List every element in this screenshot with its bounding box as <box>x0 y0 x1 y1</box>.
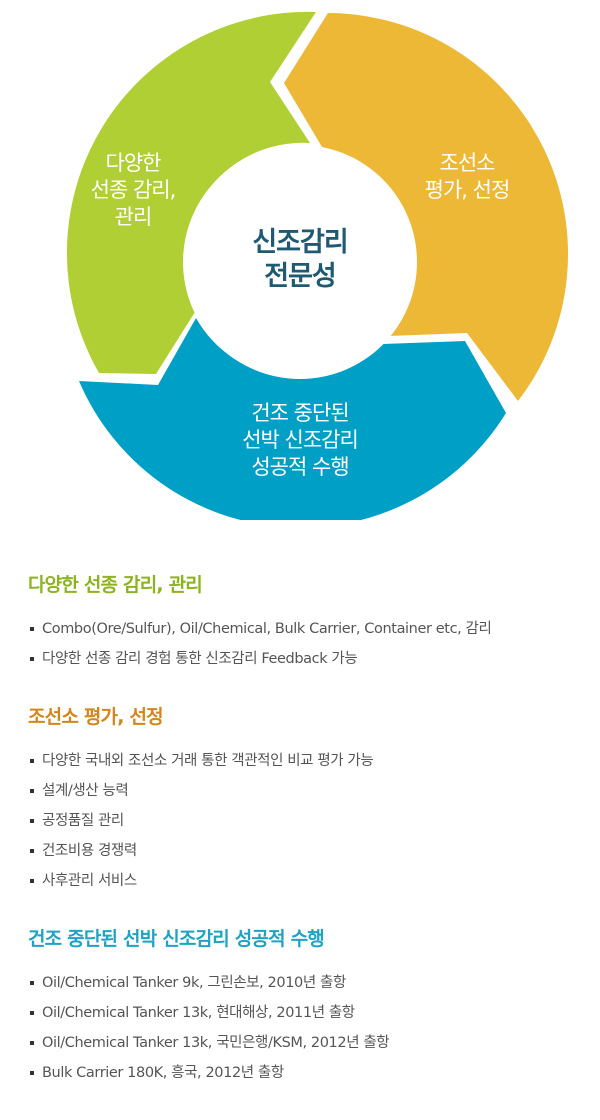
bullet-square-icon <box>30 789 34 793</box>
list-item: 다양한 국내외 조선소 거래 통한 객관적인 비교 평가 가능 <box>28 746 598 776</box>
segment-blue-shape <box>79 318 506 520</box>
section-title: 다양한 선종 감리, 관리 <box>28 574 203 596</box>
bullet-square-icon <box>30 759 34 763</box>
list-item-text: Oil/Chemical Tanker 13k, 현대해상, 2011년 출항 <box>42 1005 355 1021</box>
bullet-square-icon <box>30 1041 34 1045</box>
bullet-square-icon <box>30 981 34 985</box>
list-item-text: 공정품질 관리 <box>42 813 124 829</box>
list-item: Bulk Carrier 180K, 흥국, 2012년 출항 <box>28 1058 598 1088</box>
section-vessel-supervision: 다양한 선종 감리, 관리 Combo(Ore/Sulfur), Oil/Che… <box>28 572 598 674</box>
details-sections: 다양한 선종 감리, 관리 Combo(Ore/Sulfur), Oil/Che… <box>28 572 598 1110</box>
section-title: 조선소 평가, 선정 <box>28 706 164 728</box>
list-item-text: 건조비용 경쟁력 <box>42 843 137 859</box>
bullet-list: 다양한 국내외 조선소 거래 통한 객관적인 비교 평가 가능 설계/생산 능력… <box>28 746 598 896</box>
list-item-text: 다양한 선종 감리 경험 통한 신조감리 Feedback 가능 <box>42 651 358 667</box>
cycle-ring-graphic <box>66 11 569 520</box>
list-item: Combo(Ore/Sulfur), Oil/Chemical, Bulk Ca… <box>28 614 598 644</box>
list-item: 공정품질 관리 <box>28 806 598 836</box>
list-item-text: Oil/Chemical Tanker 9k, 그린손보, 2010년 출항 <box>42 975 346 991</box>
bullet-square-icon <box>30 819 34 823</box>
list-item-text: 사후관리 서비스 <box>42 873 137 889</box>
bullet-square-icon <box>30 627 34 631</box>
list-item-text: 다양한 국내외 조선소 거래 통한 객관적인 비교 평가 가능 <box>42 753 374 769</box>
list-item: 다양한 선종 감리 경험 통한 신조감리 Feedback 가능 <box>28 644 598 674</box>
bullet-square-icon <box>30 849 34 853</box>
cycle-diagram: 다양한 선종 감리, 관리 조선소 평가, 선정 건조 중단된 선박 신조감리 … <box>0 0 600 520</box>
bullet-list: Combo(Ore/Sulfur), Oil/Chemical, Bulk Ca… <box>28 614 598 674</box>
list-item-text: Bulk Carrier 180K, 흥국, 2012년 출항 <box>42 1065 284 1081</box>
segment-green-shape <box>66 11 316 374</box>
list-item: 건조비용 경쟁력 <box>28 836 598 866</box>
segment-label-blue: 건조 중단된 선박 신조감리 성공적 수행 <box>242 401 359 479</box>
list-item: 사후관리 서비스 <box>28 866 598 896</box>
segment-label-green: 다양한 선종 감리, 관리 <box>90 151 177 229</box>
segment-orange-shape <box>284 13 569 401</box>
bullet-square-icon <box>30 1011 34 1015</box>
bullet-square-icon <box>30 1071 34 1075</box>
list-item-text: 설계/생산 능력 <box>42 783 129 799</box>
list-item: Oil/Chemical Tanker 13k, 국민은행/KSM, 2012년… <box>28 1028 598 1058</box>
list-item-text: Oil/Chemical Tanker 13k, 국민은행/KSM, 2012년… <box>42 1035 390 1051</box>
section-suspended-builds: 건조 중단된 선박 신조감리 성공적 수행 Oil/Chemical Tanke… <box>28 926 598 1088</box>
section-shipyard-evaluation: 조선소 평가, 선정 다양한 국내외 조선소 거래 통한 객관적인 비교 평가 … <box>28 704 598 896</box>
list-item: Oil/Chemical Tanker 9k, 그린손보, 2010년 출항 <box>28 968 598 998</box>
bullet-square-icon <box>30 879 34 883</box>
bullet-square-icon <box>30 657 34 661</box>
bullet-list: Oil/Chemical Tanker 9k, 그린손보, 2010년 출항 O… <box>28 968 598 1088</box>
segment-label-orange: 조선소 평가, 선정 <box>424 151 511 202</box>
center-label: 신조감리 전문성 <box>252 227 348 292</box>
center-disc <box>183 145 417 379</box>
list-item: Oil/Chemical Tanker 13k, 현대해상, 2011년 출항 <box>28 998 598 1028</box>
section-title: 건조 중단된 선박 신조감리 성공적 수행 <box>28 928 325 950</box>
list-item-text: Combo(Ore/Sulfur), Oil/Chemical, Bulk Ca… <box>42 621 492 637</box>
list-item: 설계/생산 능력 <box>28 776 598 806</box>
